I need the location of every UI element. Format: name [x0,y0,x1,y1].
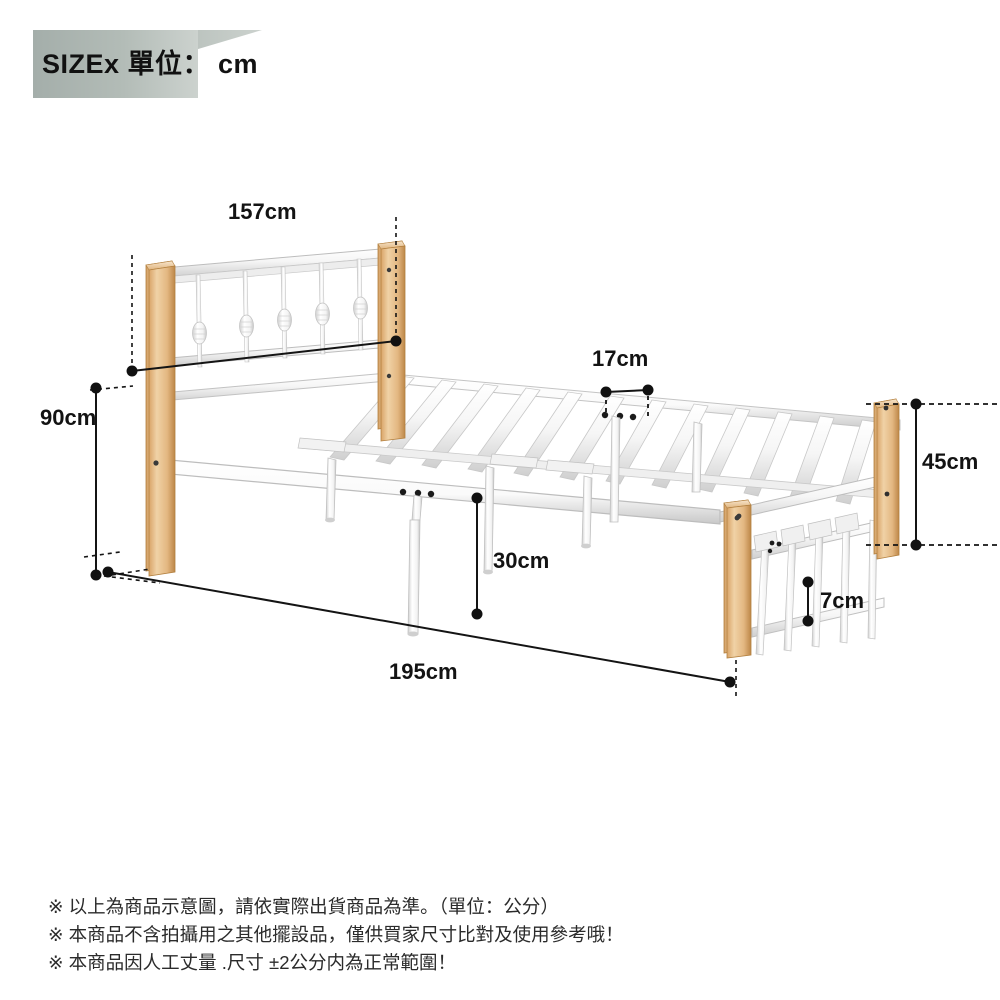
slat [835,419,877,505]
headboard-lower-rail [149,372,389,403]
dimension-195cm [83,551,737,696]
post-footboard-far [873,398,900,560]
slat [743,411,793,497]
slat [559,395,625,481]
ext-line [89,385,134,391]
slat-platform [147,373,901,637]
note-line-1: ※ 以上為商品示意圖，請依實際出貨商品為準。（單位：公分） [48,896,559,917]
dimension-annotations [83,215,1000,696]
dimension-label-90cm: 90cm [40,405,97,430]
dim-line [131,340,397,372]
dim-endpoint [390,335,402,347]
footer-notes: ※ 以上為商品示意圖，請依實際出貨商品為準。（單位：公分） ※ 本商品不含拍攝用… [48,893,768,977]
spindle [277,266,292,359]
size-banner: SIZEx 單位： cm [0,0,520,120]
slat [697,407,751,493]
dim-endpoint [910,539,922,551]
post-headboard-left [145,260,176,577]
spindle [755,543,770,656]
spindle [353,258,368,351]
rail-bolts [399,488,435,498]
leg [407,519,421,635]
dim-endpoint [126,365,138,377]
leg [691,421,703,493]
dim-endpoint [802,615,814,627]
dimension-label-7cm: 7cm [820,588,865,613]
post-footboard-near [723,499,752,659]
note-line-2: ※ 本商品不含拍攝用之其他擺設品，僅供買家尺寸比對及使用參考哦！ [48,924,624,945]
dimension-17cm [600,384,654,420]
spindle [192,274,207,368]
bed-diagram-svg [83,215,1000,696]
leg [609,415,621,523]
headboard [149,247,393,403]
spindle [783,537,797,652]
headboard-spindles [192,258,368,368]
banner-block [33,30,198,98]
dimension-label-157cm: 157cm [228,199,297,224]
spindle [315,262,330,355]
note-line-3: ※ 本商品因人工丈量 .尺寸 ±2公分内為正常範圍！ [48,952,457,973]
dim-endpoint [471,492,483,504]
leg [411,494,423,521]
slat [467,387,541,473]
dim-endpoint [802,576,814,588]
ext-line [83,551,121,558]
dim-endpoint [471,608,483,620]
slats [329,375,877,505]
dim-endpoint [724,676,736,688]
dim-endpoint [910,398,922,410]
dimension-45cm [866,398,1000,551]
dim-line [605,389,649,393]
slat [513,391,583,477]
spindle-connectors [753,512,860,553]
footboard [719,475,885,656]
spindle [839,525,851,644]
footboard-bolts [767,540,782,554]
dim-endpoint [102,566,114,578]
slat [605,399,667,485]
bed-illustration [145,240,901,659]
leg [581,475,593,547]
banner-triangle [33,30,262,98]
dimension-7cm [802,576,814,627]
dim-endpoint [600,386,612,398]
support-legs [325,415,703,637]
leg [325,457,337,521]
ext-line [111,568,151,576]
dim-endpoint [642,384,654,396]
dimension-157cm [89,215,402,391]
brace-clips [297,437,595,475]
dimension-label-45cm: 45cm [922,449,979,474]
dim-endpoint [90,382,102,394]
wood-posts [145,240,900,659]
dimension-label-195cm: 195cm [389,659,458,684]
slat [421,383,499,469]
banner-shape [33,30,262,98]
dimension-label-30cm: 30cm [493,548,550,573]
dimension-30cm [471,492,483,620]
banner-title: SIZEx 單位： cm [42,49,259,79]
dimension-label-17cm: 17cm [592,346,649,371]
spindle [239,270,254,363]
dim-line [107,571,731,683]
